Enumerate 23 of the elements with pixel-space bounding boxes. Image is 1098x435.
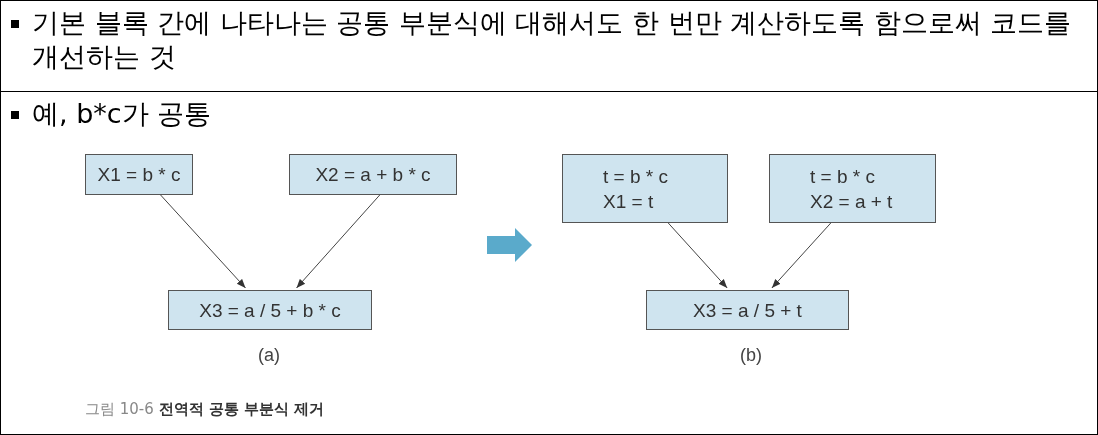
- code-box: [85, 154, 193, 195]
- code-line: X2 = a + b * c: [315, 163, 431, 187]
- code-line: X3 = a / 5 + b * c: [199, 298, 341, 323]
- code-line: t = b * c: [603, 164, 668, 189]
- bullet-text: 예, b*c가 공통: [32, 97, 213, 131]
- code-line: X3 = a / 5 + t: [693, 298, 802, 323]
- arrow: [160, 194, 246, 289]
- code-box: [646, 290, 849, 330]
- code-line: X1 = b * c: [97, 163, 181, 187]
- arrow: [296, 194, 381, 289]
- panel-label: (a): [258, 345, 280, 366]
- arrow: [771, 222, 832, 289]
- code-line: X1 = t: [603, 189, 654, 214]
- arrow: [667, 222, 728, 289]
- code-line: t = b * c: [810, 164, 875, 189]
- figure-caption: 그림 10-6 전역적 공통 부분식 제거: [85, 400, 325, 419]
- bullet-text: 기본 블록 간에 나타나는 공통 부분식에 대해서도 한 번만 계산하도록 함으로써 코드를 개선하는 것: [32, 6, 1073, 74]
- code-box: [769, 154, 936, 223]
- code-box: [562, 154, 728, 223]
- code-box: [168, 290, 372, 330]
- code-box: [289, 154, 457, 195]
- code-line: X2 = a + t: [810, 189, 893, 214]
- panel-label: (b): [740, 345, 762, 366]
